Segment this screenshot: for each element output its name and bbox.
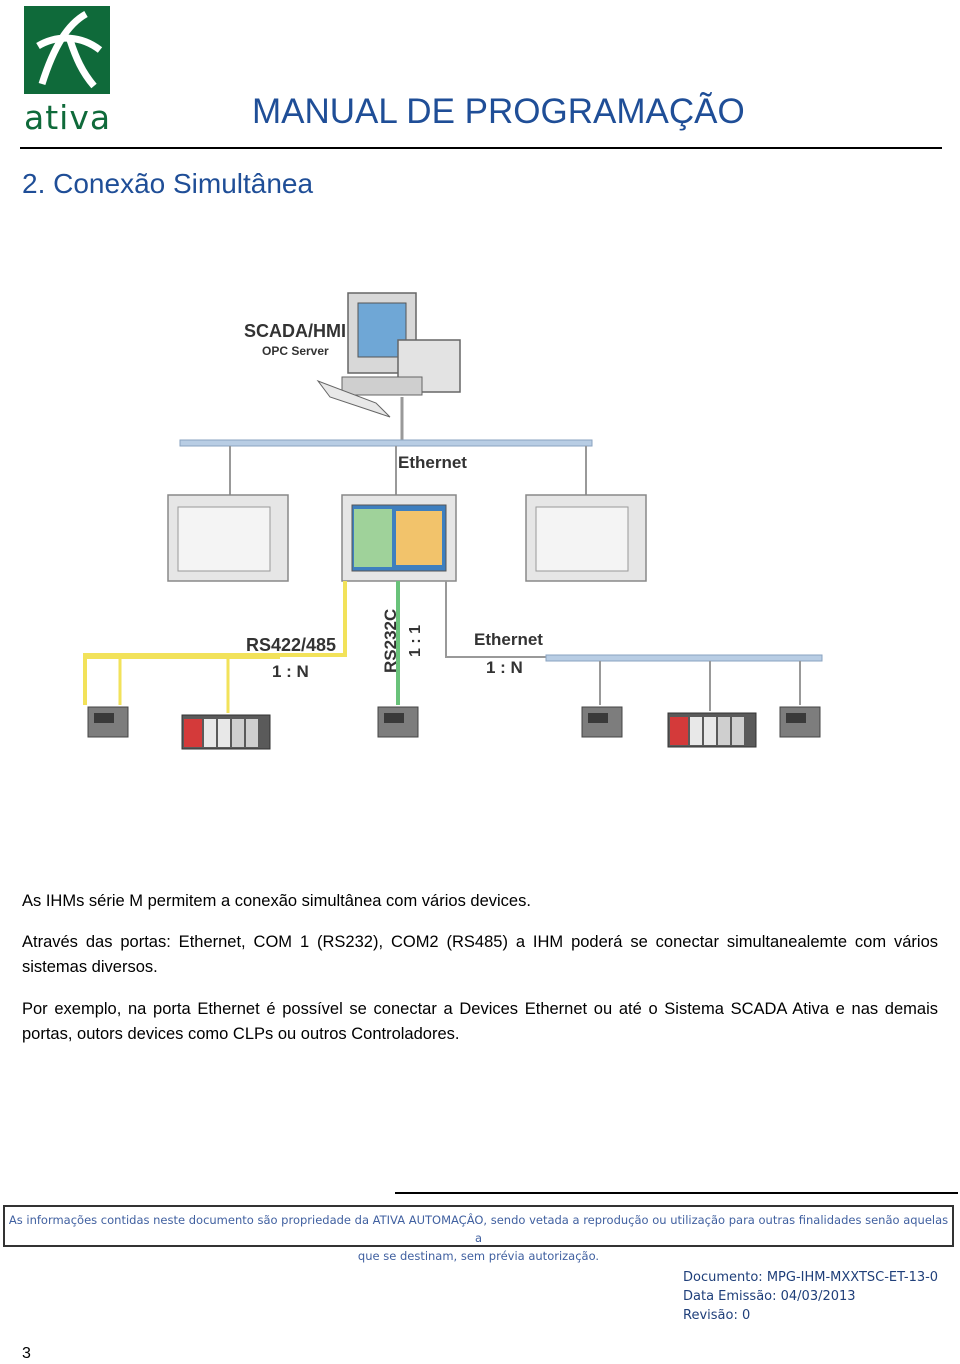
paragraph-intro: As IHMs série M permitem a conexão simul… <box>22 892 531 910</box>
disclaimer-box: As informações contidas neste documento … <box>3 1205 954 1263</box>
ethernet-right-bus <box>545 654 823 662</box>
scada-label: SCADA/HMI <box>244 321 346 341</box>
paragraph-example: Por exemplo, na porta Ethernet é possíve… <box>22 1000 938 1043</box>
opc-label: OPC Server <box>262 344 329 358</box>
logo-mark <box>24 6 110 94</box>
plc-device-icon <box>779 706 821 738</box>
page-number: 3 <box>22 1345 31 1362</box>
plc-device-icon <box>377 706 419 738</box>
rs232-ratio: 1 : 1 <box>407 625 424 657</box>
scada-computer-icon <box>316 292 461 418</box>
footer-divider <box>395 1192 958 1194</box>
issue-date: Data Emissão: 04/03/2013 <box>683 1289 856 1304</box>
ethernet-right-drop <box>445 581 546 658</box>
hmi-panel-left <box>167 494 289 582</box>
rs422-label: RS422/485 <box>246 635 336 655</box>
document-title: MANUAL DE PROGRAMAÇÃO <box>252 92 745 131</box>
header-divider <box>20 147 942 149</box>
disclaimer-line-2: que se destinam, sem prévia autorização. <box>357 1249 600 1263</box>
ativa-logo: ativa <box>24 6 110 137</box>
section-title: 2. Conexão Simultânea <box>22 168 314 199</box>
hmi-panel-right <box>525 494 647 582</box>
ethernet-right-label: Ethernet <box>474 630 543 649</box>
logo-wordmark: ativa <box>24 98 112 137</box>
hmi-panel-center <box>341 494 457 582</box>
plc-device-icon <box>581 706 623 738</box>
rs422-ratio: 1 : N <box>272 662 309 681</box>
ethernet-top-label: Ethernet <box>398 453 467 472</box>
plc-device-icon <box>87 706 129 738</box>
paragraph-ports: Através das portas: Ethernet, COM 1 (RS2… <box>22 933 938 976</box>
revision: Revisão: 0 <box>683 1308 751 1323</box>
disclaimer-line-1: As informações contidas neste documento … <box>8 1213 949 1245</box>
plc-rack-icon <box>667 712 757 748</box>
plc-rack-icon <box>181 714 271 750</box>
rs232-label: RS232C <box>381 609 400 673</box>
document-metadata: Documento: MPG-IHM-MXXTSC-ET-13-0 Data E… <box>683 1268 938 1325</box>
ethernet-right-ratio: 1 : N <box>486 658 523 677</box>
ethernet-top-bus <box>179 439 593 447</box>
document-code: Documento: MPG-IHM-MXXTSC-ET-13-0 <box>683 1270 939 1285</box>
connection-diagram: SCADA/HMI OPC Server Ethernet RS422/485 … <box>83 292 823 750</box>
